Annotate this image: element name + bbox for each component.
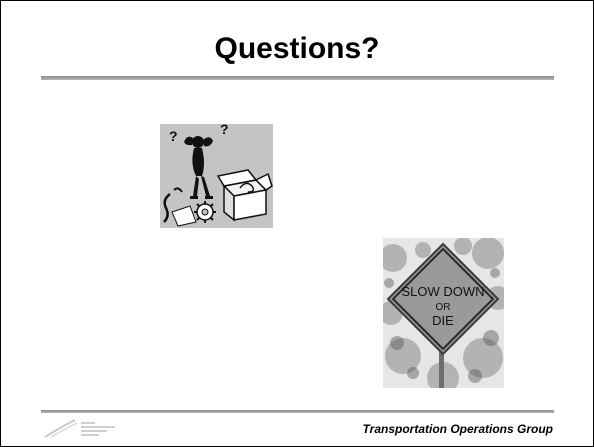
sign-line-3: DIE <box>432 313 454 328</box>
road-sign-photo-icon: SLOW DOWN OR DIE <box>383 238 504 388</box>
slide-title: Questions? <box>214 32 380 65</box>
footer-divider <box>41 410 554 413</box>
agency-logo-icon <box>41 417 151 439</box>
question-mark-left: ? <box>169 128 178 144</box>
sign-line-2: OR <box>436 302 451 313</box>
title-divider <box>41 76 554 80</box>
question-mark-right: ? <box>220 124 229 137</box>
sign-line-1: SLOW DOWN <box>401 284 484 299</box>
footer-organization: Transportation Operations Group <box>362 422 553 436</box>
confused-person-clipart-icon: ? ? <box>160 121 273 228</box>
